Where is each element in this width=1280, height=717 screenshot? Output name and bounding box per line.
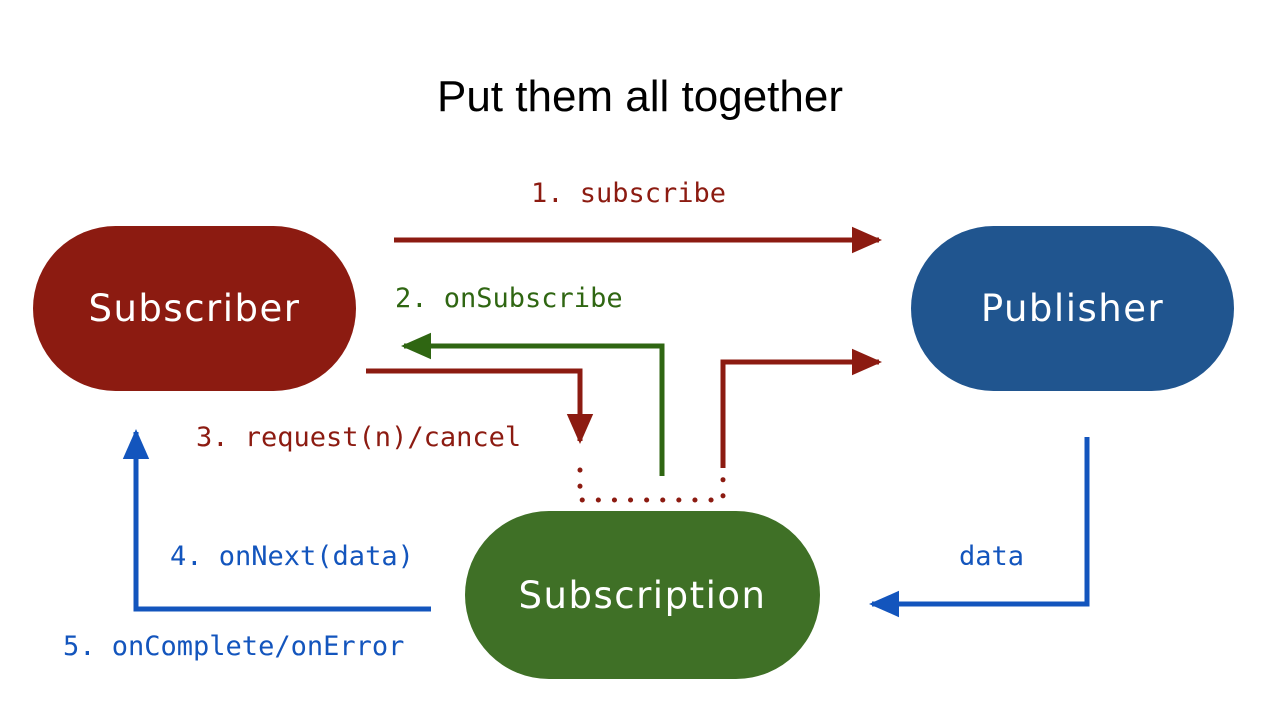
edge-label-onsubscribe: 2. onSubscribe — [395, 283, 623, 314]
page-title: Put them all together — [436, 72, 843, 121]
edge-label-oncomplete-onerror: 5. onComplete/onError — [63, 631, 405, 662]
edge-label-request-cancel: 3. request(n)/cancel — [196, 422, 522, 453]
node-publisher[interactable]: Publisher — [911, 226, 1234, 391]
node-subscriber[interactable]: Subscriber — [33, 226, 356, 391]
edge-label-subscribe: 1. subscribe — [531, 178, 727, 209]
edge-data-arrow — [869, 437, 1090, 618]
edge-onnext-oncomplete-arrow — [122, 429, 431, 612]
edge-request-cancel-arrow — [366, 368, 594, 444]
edge-label-data: data — [959, 541, 1025, 572]
node-subscriber-label: Subscriber — [88, 287, 301, 330]
node-subscription[interactable]: Subscription — [465, 511, 820, 679]
edge-subscription-dotted-link — [577, 467, 726, 503]
node-subscription-label: Subscription — [518, 573, 767, 617]
edge-label-onnext: 4. onNext(data) — [170, 541, 414, 572]
edge-onsubscribe-arrow — [401, 332, 665, 476]
edge-subscription-to-publisher-arrow — [720, 348, 882, 468]
node-publisher-label: Publisher — [980, 287, 1165, 330]
